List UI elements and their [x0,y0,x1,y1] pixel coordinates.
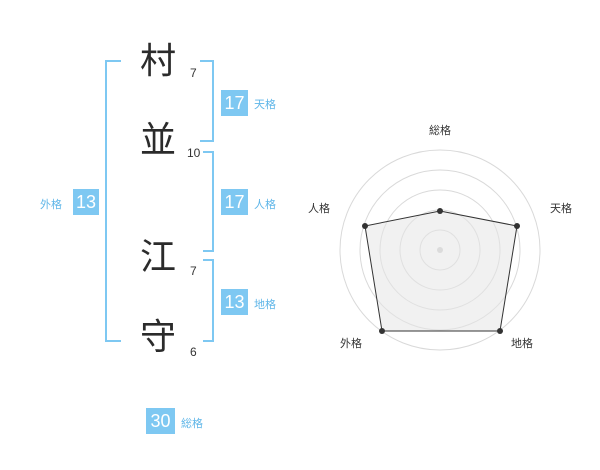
radar-label-top: 総格 [429,123,451,137]
stroke-count-2: 10 [187,146,201,160]
chikaku-label: 地格 [254,298,276,311]
radar-label-bottom-left: 外格 [340,336,362,350]
radar-point-chikaku [497,328,503,334]
gaikaku-label: 外格 [40,198,62,211]
chikaku-value: 13 [221,289,248,315]
radar-label-right: 天格 [550,201,572,215]
name-char-2: 並 [140,120,177,161]
radar-label-left: 人格 [308,201,330,215]
radar-shape [364,210,518,332]
soukaku-label: 総格 [181,417,203,430]
stroke-count-3: 7 [190,264,197,278]
name-char-1: 村 [140,41,177,82]
tenkaku-bracket [200,60,214,142]
tenkaku-label: 天格 [254,98,276,111]
stroke-count-4: 6 [190,345,197,359]
name-char-3: 江 [140,237,177,278]
radar-points [362,208,520,334]
jinkaku-value: 17 [221,189,248,215]
gaikaku-bracket [105,60,121,342]
radar-label-bottom-right: 地格 [511,336,533,350]
gaikaku-value: 13 [73,189,99,215]
jinkaku-label: 人格 [254,198,276,211]
name-char-4: 守 [140,317,177,358]
jinkaku-bracket [203,151,214,252]
radar-point-tenkaku [514,223,520,229]
soukaku-value: 30 [146,408,175,434]
radar-point-soukaku [437,208,443,214]
stroke-count-1: 7 [190,66,197,80]
radar-point-gaikaku [379,328,385,334]
chikaku-bracket [203,259,214,342]
tenkaku-value: 17 [221,90,248,116]
radar-point-jinkaku [362,223,368,229]
